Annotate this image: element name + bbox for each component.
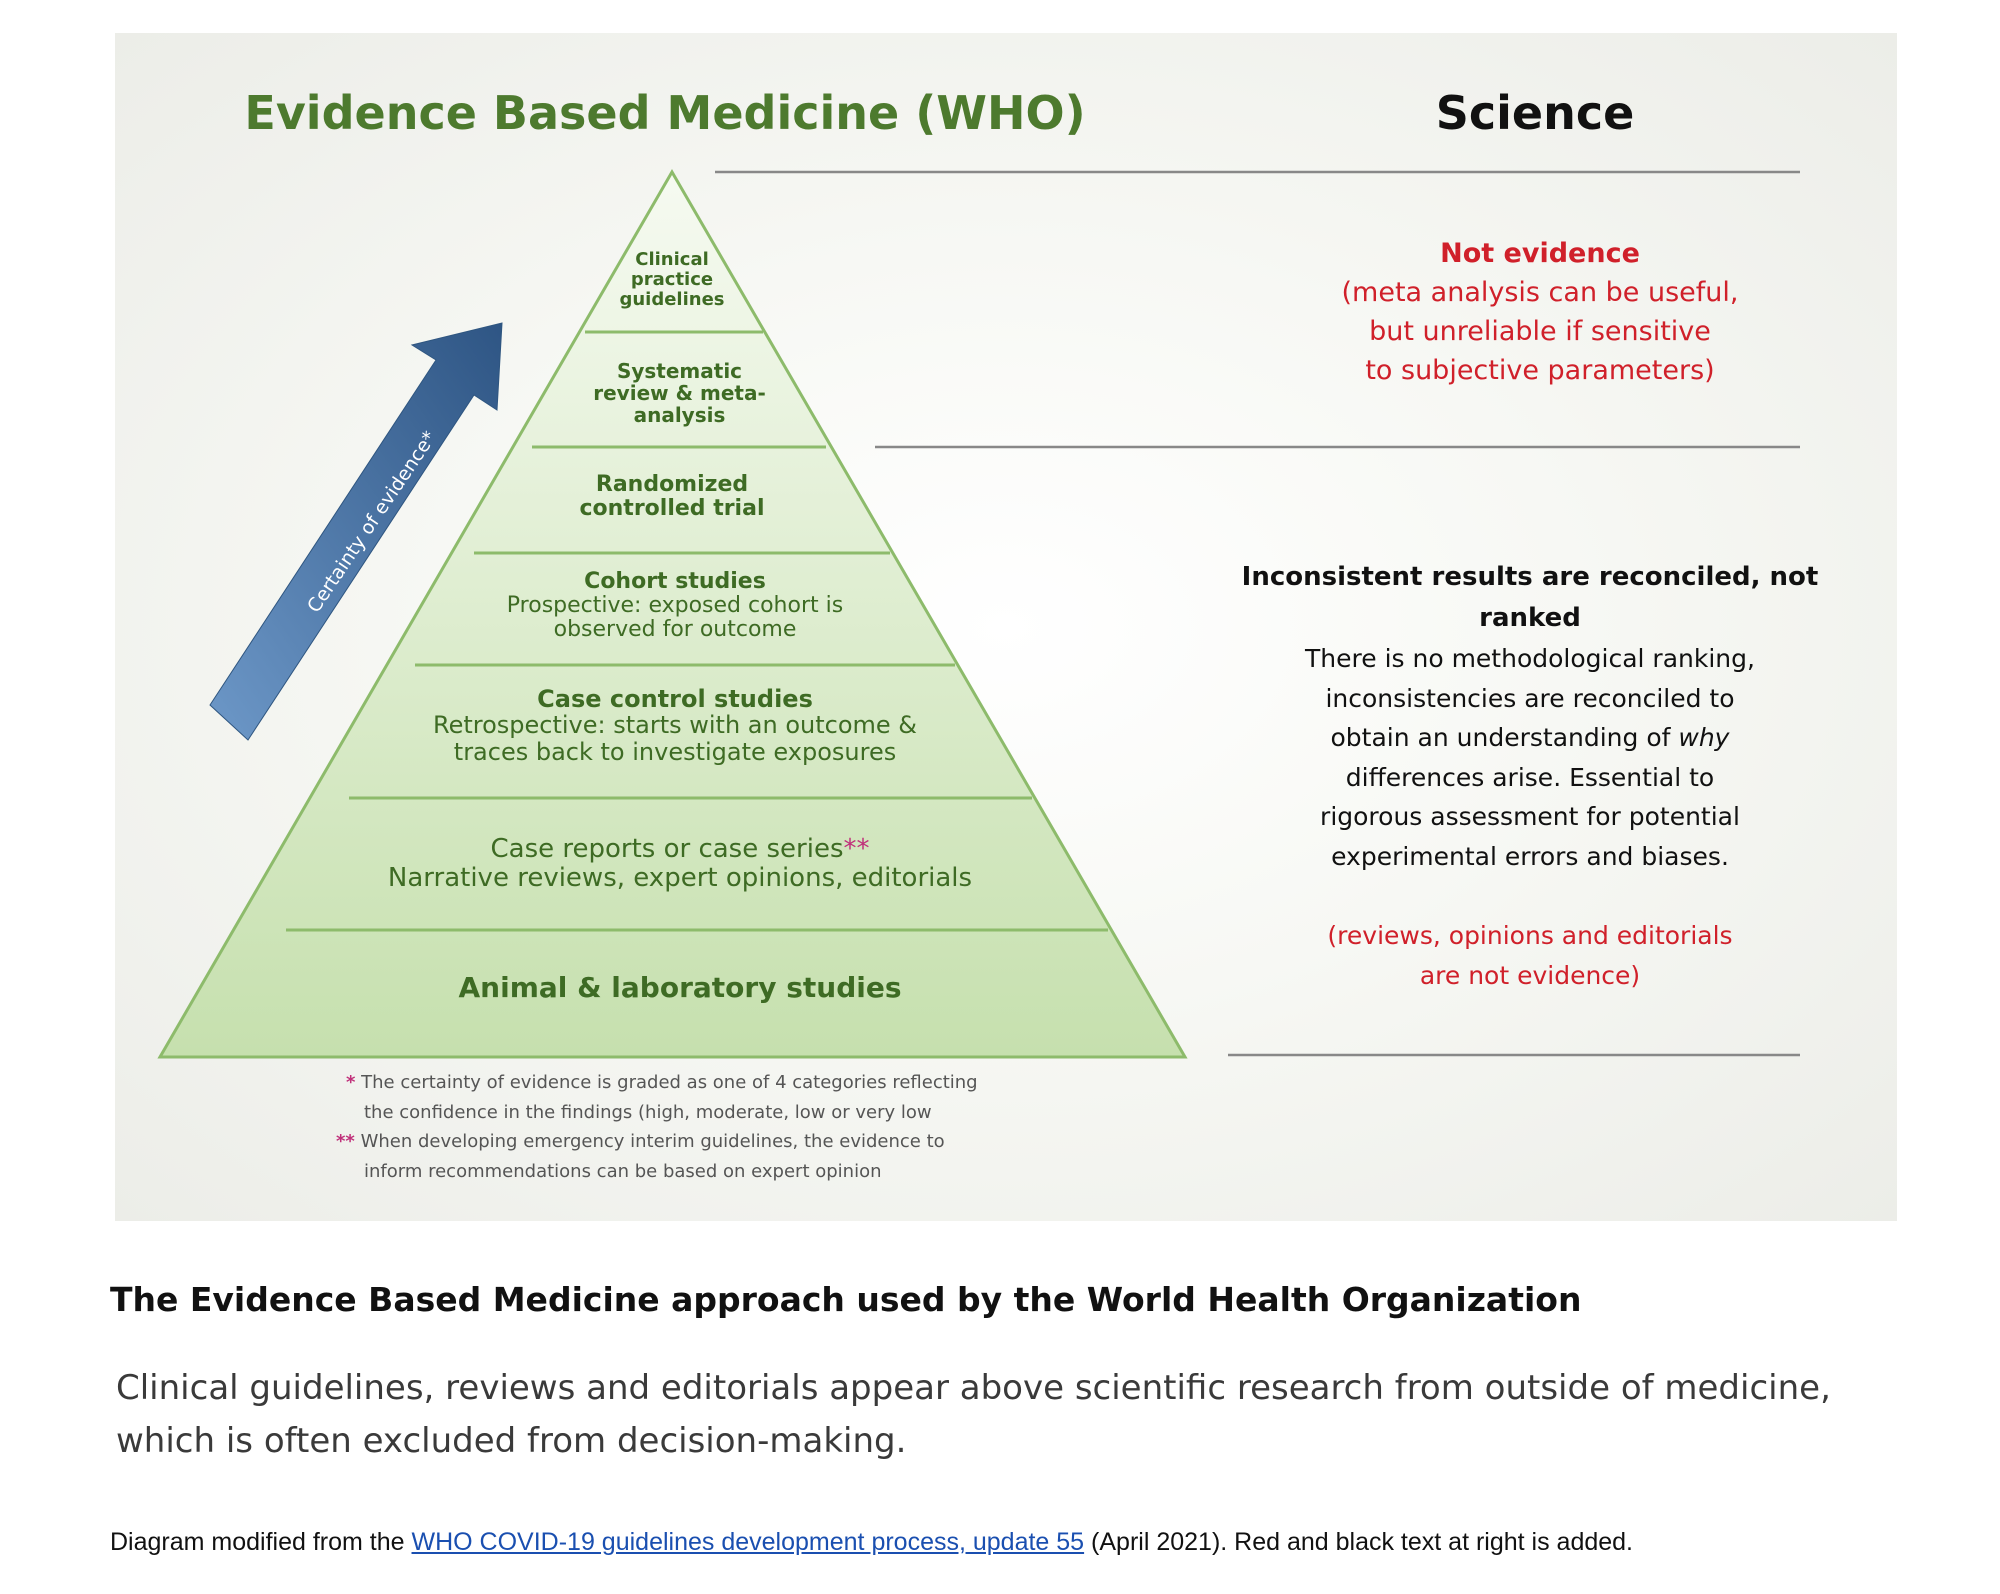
science-note-line-6: experimental errors and biases. [1331,841,1729,871]
not-evidence-line-1: (meta analysis can be useful, [1341,277,1739,309]
not-evidence-line-2: but unreliable if sensitive [1369,316,1711,348]
level-7-title: Animal & laboratory studies [458,971,902,1004]
emphasis-why: why [1678,723,1730,753]
certainty-arrow [209,322,503,741]
science-note-line-5: rigorous assessment for potential [1320,802,1740,832]
science-note-red-line-2: are not evidence) [1419,960,1641,990]
level-case-reports: Case reports or case series** Narrative … [370,835,990,892]
source-suffix: (April 2021). Red and black text at righ… [1084,1528,1634,1556]
not-evidence-line-3: to subjective parameters) [1365,355,1715,387]
footnote-1-marker: * [346,1072,356,1093]
level-2-title: Systematic review & meta-analysis [593,359,766,427]
ebm-title: Evidence Based Medicine (WHO) [244,86,1086,140]
science-note-line-4: differences arise. Essential to [1345,762,1715,792]
science-note-block: Inconsistent results are reconciled, not… [1210,557,1850,995]
level-clinical-practice-guidelines: Clinical practice guidelines [612,249,732,310]
science-note-red-line-1: (reviews, opinions and editorials [1327,921,1733,951]
footnote-2-line-2: inform recommendations can be based on e… [364,1160,882,1182]
footnote-emergency: ** When developing emergency interim gui… [336,1127,945,1186]
caption-body: Clinical guidelines, reviews and editori… [116,1368,1831,1461]
level-6-title-row: Case reports or case series** [370,835,990,864]
source-prefix: Diagram modified from the [110,1528,412,1556]
pyramid [157,169,1188,1059]
pyramid-level-dividers [286,330,1108,932]
level-5-subtitle: Retrospective: starts with an outcome & … [432,711,918,766]
footnote-2-line-1: ** When developing emergency interim gui… [336,1131,945,1152]
level-5-title: Case control studies [537,685,813,713]
footnote-1-line-2: the confidence in the findings (high, mo… [364,1101,932,1123]
level-4-title: Cohort studies [584,569,766,594]
level-animal-laboratory-studies: Animal & laboratory studies [380,971,980,1004]
level-cohort-studies: Cohort studies Prospective: exposed coho… [490,569,860,643]
science-note-line-2: inconsistencies are reconciled to [1325,683,1735,713]
science-note-heading: Inconsistent results are reconciled, not… [1241,562,1819,634]
level-3-title: Randomized controlled trial [579,472,765,522]
caption-heading: The Evidence Based Medicine approach use… [110,1280,1582,1319]
who-guidelines-link[interactable]: WHO COVID-19 guidelines development proc… [411,1528,1085,1556]
source-attribution: Diagram modified from the WHO COVID-19 g… [110,1528,1633,1557]
level-1-title: Clinical practice guidelines [619,249,725,310]
level-case-control-studies: Case control studies Retrospective: star… [430,686,920,765]
footnote-2-marker: ** [336,1131,355,1152]
science-note-line-3: obtain an understanding of why [1330,723,1730,753]
level-6-subtitle: Narrative reviews, expert opinions, edit… [387,862,973,893]
level-4-subtitle: Prospective: exposed cohort is observed … [506,593,844,643]
science-separators [715,170,1800,1057]
footnote-certainty: * The certainty of evidence is graded as… [346,1068,978,1127]
not-evidence-heading: Not evidence [1440,238,1640,269]
science-title: Science [1435,86,1635,140]
level-randomized-controlled-trial: Randomized controlled trial [572,472,772,522]
footnote-1-line-1: * The certainty of evidence is graded as… [346,1072,978,1093]
level-6-marker: ** [843,834,870,864]
not-evidence-block: Not evidence (meta analysis can be usefu… [1300,234,1780,391]
level-6-title: Case reports or case series [490,834,844,864]
level-systematic-review: Systematic review & meta-analysis [592,360,767,426]
science-note-line-1: There is no methodological ranking, [1305,644,1755,674]
